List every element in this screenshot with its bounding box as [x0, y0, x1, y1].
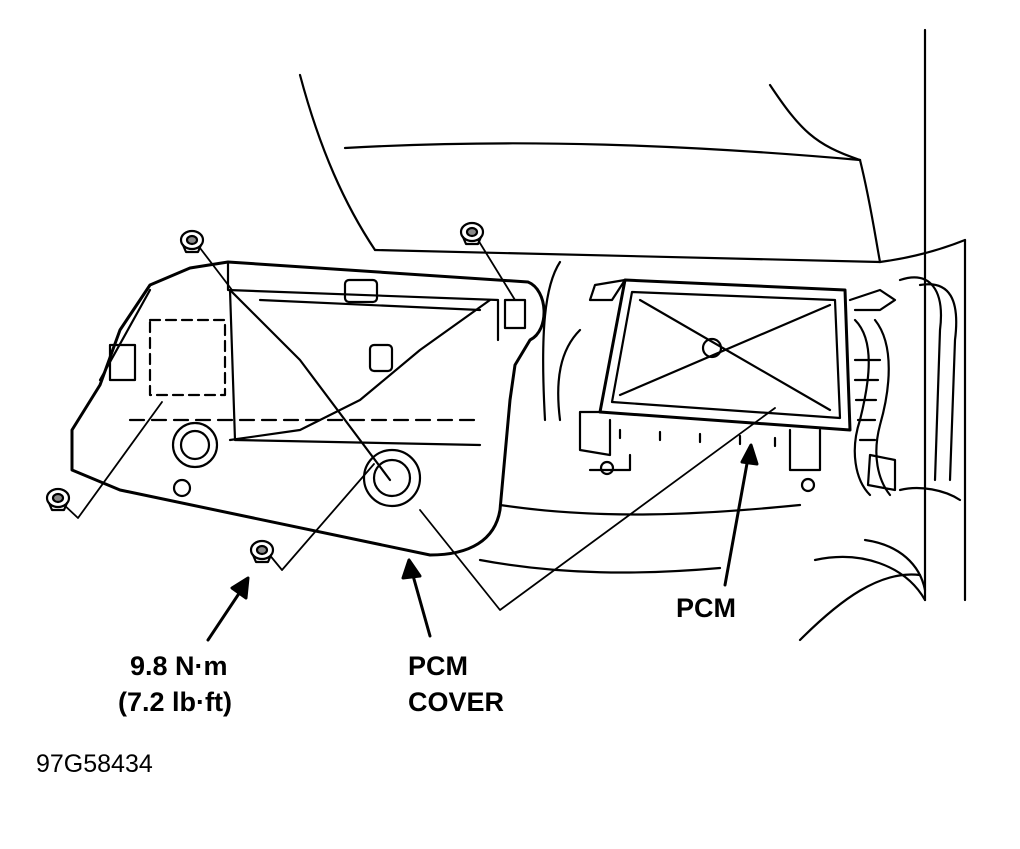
figure-id: 97G58434: [36, 750, 153, 778]
arrow-pcm: [723, 443, 759, 587]
torque-metric-text: 9.8 N·m: [130, 651, 228, 681]
arrow-pcm-cover: [401, 558, 432, 638]
pcm-label: PCM: [676, 593, 736, 623]
nut-icons: [45, 221, 485, 564]
wiring-harness: [853, 276, 962, 502]
callout-arrows: [206, 443, 759, 642]
leader-lines: [61, 234, 776, 611]
arrow-torque: [206, 576, 250, 642]
nut-icon: [45, 487, 71, 512]
pcm-cover-line2: COVER: [408, 687, 505, 717]
nut-icon: [179, 229, 205, 254]
pcm-cover: [70, 260, 546, 557]
pcm-cover-line1: PCM: [408, 651, 468, 681]
nut-icon: [249, 539, 275, 564]
torque-imperial-text: (7.2 lb·ft): [118, 687, 232, 717]
torque-label: 9.8 N·m (7.2 lb·ft): [118, 648, 232, 720]
nut-icon: [459, 221, 485, 246]
dashboard-outline: [298, 28, 967, 642]
pcm-unit: [557, 278, 897, 493]
pcm-cover-label: PCM COVER: [408, 648, 504, 720]
